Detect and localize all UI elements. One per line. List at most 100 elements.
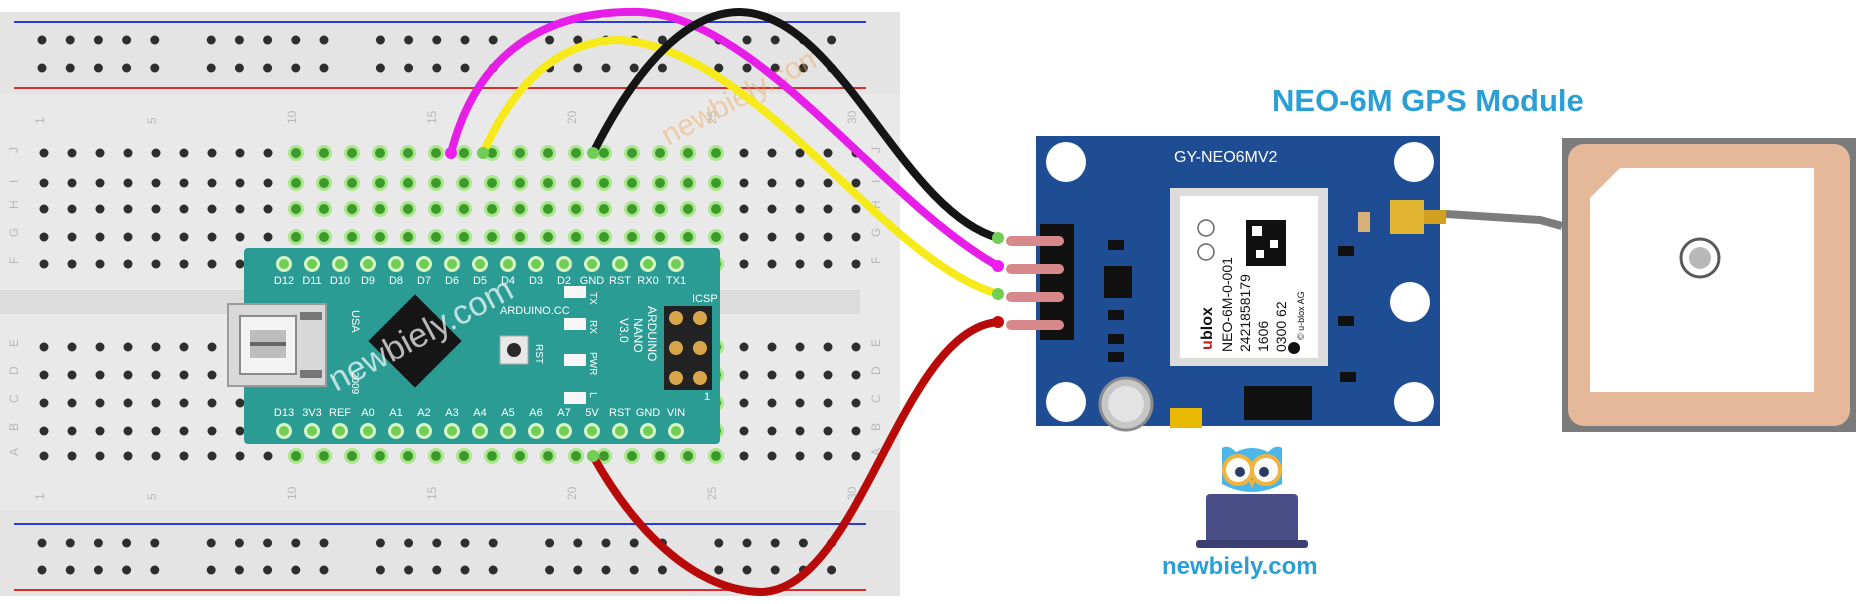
rail-hole: [460, 63, 470, 73]
rail-hole: [93, 565, 103, 575]
antenna-patch: [1590, 168, 1814, 392]
arduino-pin-center: [615, 259, 625, 269]
breadboard-hole-active: [319, 178, 329, 188]
breadboard-hole: [235, 259, 245, 269]
column-number-top: 25: [705, 110, 719, 124]
breadboard-hole: [795, 259, 805, 269]
rail-hole: [601, 565, 611, 575]
arduino-pin-label: A0: [361, 407, 374, 419]
breadboard-hole: [151, 178, 161, 188]
breadboard-hole: [151, 148, 161, 158]
rail-hole: [65, 538, 75, 548]
model-line-1: ARDUINO: [645, 306, 659, 361]
gps-board-label: GY-NEO6MV2: [1174, 149, 1278, 166]
mount-hole-br: [1394, 382, 1434, 422]
breadboard-hole: [235, 232, 245, 242]
rail-hole: [573, 565, 583, 575]
rail-hole: [657, 565, 667, 575]
row-label-left: B: [7, 423, 21, 431]
breadboard-hole-active: [347, 178, 357, 188]
rail-hole: [375, 63, 385, 73]
breadboard-hole: [823, 259, 833, 269]
column-number-bottom: 20: [565, 486, 579, 500]
breadboard-hole-active: [627, 204, 637, 214]
breadboard-hole-active: [711, 451, 721, 461]
breadboard-hole: [151, 259, 161, 269]
arduino-pin-label: A2: [417, 407, 430, 419]
rail-hole: [404, 565, 414, 575]
breadboard-hole: [739, 398, 749, 408]
icsp-pin-number: 1: [704, 391, 710, 403]
breadboard-hole-active: [683, 148, 693, 158]
breadboard-hole-active: [711, 178, 721, 188]
breadboard-hole-active: [571, 148, 581, 158]
usb-label: USA: [349, 310, 361, 333]
breadboard-hole: [95, 178, 105, 188]
breadboard-hole: [767, 426, 777, 436]
breadboard-hole-active: [459, 178, 469, 188]
arduino-pin-label: GND: [580, 275, 605, 287]
rail-hole: [545, 35, 555, 45]
row-label-right: D: [869, 366, 883, 375]
breadboard-hole: [235, 148, 245, 158]
rail-hole: [206, 35, 216, 45]
row-label-left: E: [7, 339, 21, 347]
breadboard-hole-active: [319, 232, 329, 242]
rail-hole: [93, 35, 103, 45]
breadboard-hole: [263, 451, 273, 461]
chip-mark: © u-blox AG: [1296, 291, 1306, 340]
led-label-l: L: [587, 392, 598, 398]
breadboard-hole: [67, 204, 77, 214]
rail-hole: [770, 35, 780, 45]
rail-hole: [37, 538, 47, 548]
breadboard-hole-active: [291, 148, 301, 158]
rail-hole: [432, 565, 442, 575]
rail-hole: [770, 63, 780, 73]
breadboard-hole: [39, 232, 49, 242]
arduino-pin-center: [643, 426, 653, 436]
breadboard-hole: [207, 178, 217, 188]
breadboard-hole: [95, 259, 105, 269]
rail-hole: [742, 565, 752, 575]
led-label-pwr: PWR: [587, 352, 598, 375]
icsp-header: [664, 306, 712, 390]
arduino-pin-label: VIN: [667, 407, 685, 419]
breadboard-hole: [95, 451, 105, 461]
top-power-rail: [0, 12, 900, 94]
breadboard-hole: [823, 451, 833, 461]
rail-hole: [827, 565, 837, 575]
breadboard-hole-active: [319, 148, 329, 158]
breadboard-hole: [179, 232, 189, 242]
breadboard-hole: [739, 342, 749, 352]
row-label-left: I: [7, 180, 21, 183]
breadboard-hole: [739, 232, 749, 242]
breadboard-hole-active: [655, 178, 665, 188]
breadboard-hole: [739, 204, 749, 214]
breadboard-hole: [767, 398, 777, 408]
breadboard-hole: [179, 451, 189, 461]
breadboard-hole: [151, 204, 161, 214]
gps-antenna-icon: [1562, 138, 1856, 432]
breadboard-hole: [39, 178, 49, 188]
rail-hole: [573, 538, 583, 548]
breadboard-hole-active: [403, 148, 413, 158]
breadboard-hole-active: [627, 232, 637, 242]
wire-magenta: [447, 7, 1002, 270]
arduino-board: [244, 248, 720, 444]
arduino-pin-center: [559, 259, 569, 269]
breadboard-hole-active: [543, 178, 553, 188]
breadboard-hole: [39, 148, 49, 158]
reset-button-cap: [507, 343, 521, 357]
breadboard-hole-active: [683, 204, 693, 214]
breadboard-hole: [823, 370, 833, 380]
breadboard-hole: [151, 451, 161, 461]
rail-hole: [319, 565, 329, 575]
rail-hole: [263, 538, 273, 548]
breadboard-hole: [263, 148, 273, 158]
row-label-right: G: [869, 228, 883, 237]
arduino-pin-label: A3: [445, 407, 458, 419]
breadboard-hole-active: [291, 232, 301, 242]
rail-hole: [545, 565, 555, 575]
breadboard-hole: [95, 342, 105, 352]
